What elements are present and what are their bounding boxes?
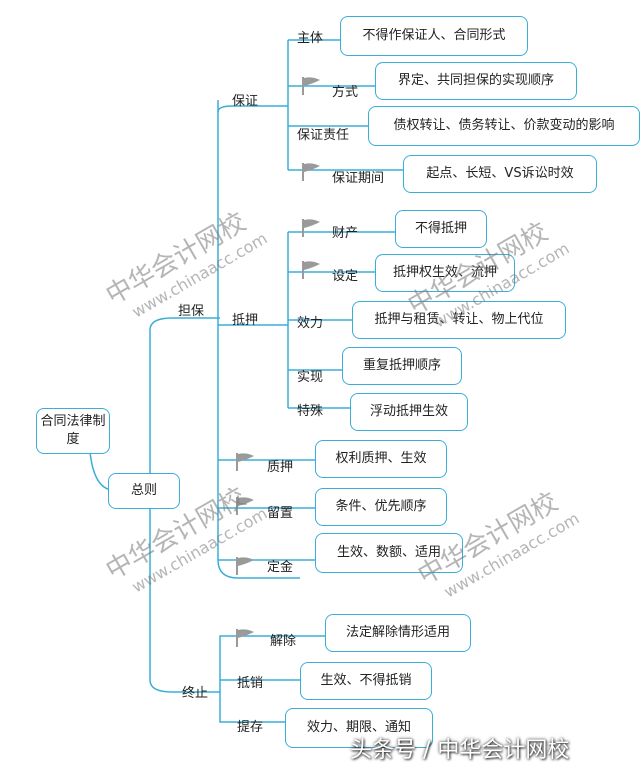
others-detail-1[interactable]: 条件、优先顺序 [315, 488, 447, 526]
others-label-1: 留置 [267, 506, 294, 521]
termination-detail-0[interactable]: 法定解除情形适用 [325, 614, 471, 652]
termination-label-0: 解除 [270, 634, 297, 649]
others-label-2: 定金 [267, 560, 294, 575]
termination-detail-1[interactable]: 生效、不得抵销 [300, 662, 432, 700]
baozheng-detail-1[interactable]: 界定、共同担保的实现顺序 [375, 62, 577, 100]
flag-icon [302, 261, 320, 279]
others-label-0: 质押 [267, 460, 294, 475]
diya-detail-2[interactable]: 抵押与租赁、转让、物上代位 [352, 301, 566, 339]
diya-label-1: 设定 [332, 269, 359, 284]
flag-icon [236, 629, 254, 647]
diya-label-0: 财产 [332, 226, 359, 241]
diya-detail-0[interactable]: 不得抵押 [395, 210, 487, 248]
diya-detail-4[interactable]: 浮动抵押生效 [350, 393, 468, 431]
flag-icon [302, 219, 320, 237]
baozheng-label-3: 保证期间 [332, 171, 385, 186]
baozheng-detail-0[interactable]: 不得作保证人、合同形式 [340, 16, 528, 56]
diya-label-3: 实现 [297, 370, 324, 385]
branch-guarantee[interactable]: 担保 [178, 304, 205, 319]
flag-icon [236, 453, 254, 471]
flag-icon [236, 557, 254, 575]
root-node[interactable]: 合同法律制度 [36, 408, 110, 454]
diya-detail-3[interactable]: 重复抵押顺序 [342, 347, 462, 385]
baozheng-label-2: 保证责任 [297, 128, 350, 143]
termination-detail-2[interactable]: 效力、期限、通知 [285, 708, 433, 748]
diya-label-4: 特殊 [297, 404, 324, 419]
others-detail-0[interactable]: 权利质押、生效 [315, 440, 447, 478]
flag-icon [302, 163, 320, 181]
general-node[interactable]: 总则 [108, 473, 180, 509]
flag-icon [302, 77, 320, 95]
termination-label-1: 抵销 [237, 676, 264, 691]
branch-diya[interactable]: 抵押 [232, 313, 259, 328]
others-detail-2[interactable]: 生效、数额、适用 [315, 533, 463, 573]
diya-detail-1[interactable]: 抵押权生效、流押 [375, 254, 515, 292]
diya-label-2: 效力 [297, 316, 324, 331]
footer-credit: 头条号 / 中华会计网校 [350, 738, 570, 763]
baozheng-label-0: 主体 [297, 31, 324, 46]
baozheng-label-1: 方式 [332, 85, 359, 100]
baozheng-detail-3[interactable]: 起点、长短、VS诉讼时效 [403, 155, 597, 193]
branch-baozheng[interactable]: 保证 [232, 94, 259, 109]
flag-icon [236, 497, 254, 515]
termination-label-2: 提存 [237, 720, 264, 735]
branch-termination[interactable]: 终止 [182, 686, 209, 701]
baozheng-detail-2[interactable]: 债权转让、债务转让、价款变动的影响 [368, 106, 640, 146]
